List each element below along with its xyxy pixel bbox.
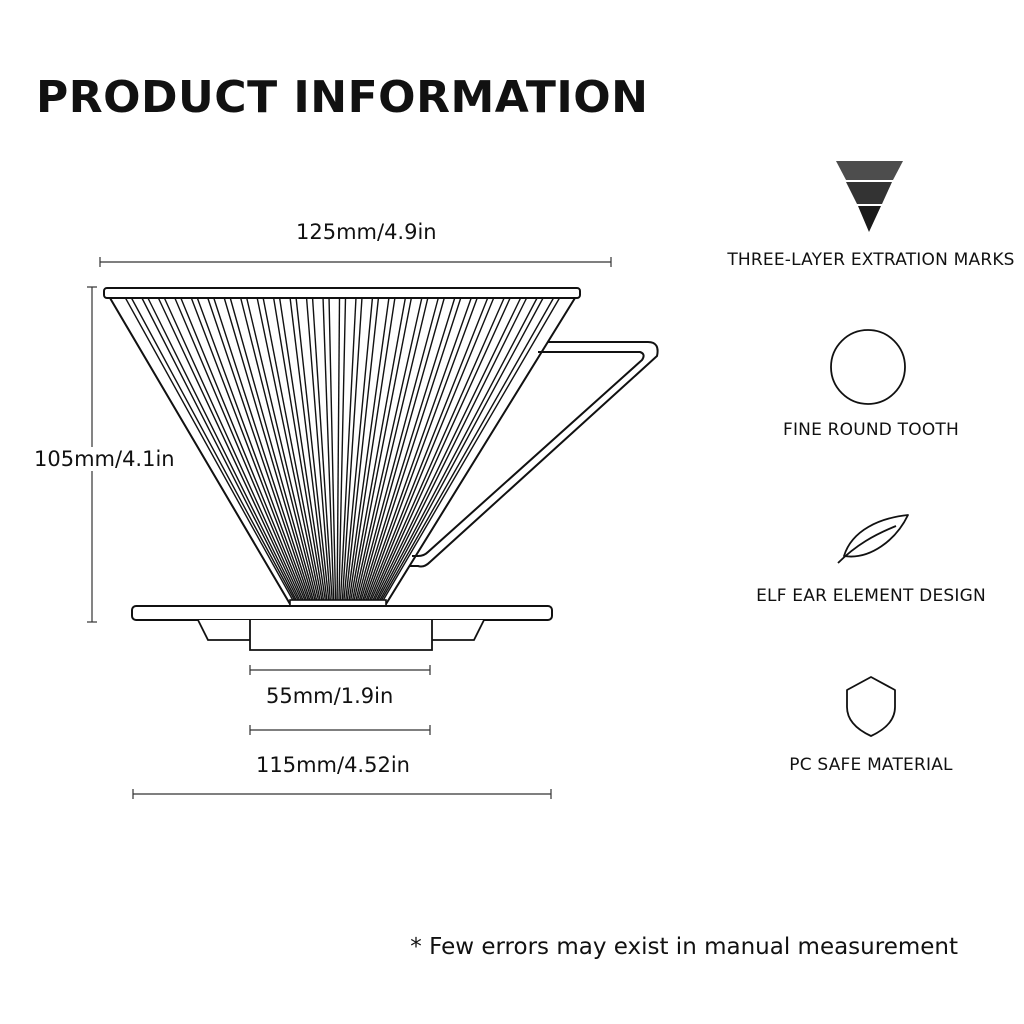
feature-label-safe-material: PC SAFE MATERIAL (789, 755, 953, 775)
cone-flute-line (295, 297, 330, 604)
cone-flute-line (351, 297, 413, 604)
cone-flute-line (141, 297, 299, 604)
cone-flute-line (174, 297, 305, 604)
cone-flute-line (361, 297, 462, 604)
cone-flute-line (213, 297, 314, 604)
cone-flute-line (341, 297, 363, 604)
base-width-label: 55mm/1.9in (266, 684, 394, 708)
cone-flute-line (364, 297, 478, 604)
cone-flute-line (336, 297, 341, 604)
cone-flute-line (229, 297, 317, 604)
cone-flute-line (375, 297, 538, 604)
feature-label-extraction-marks: THREE-LAYER EXTRATION MARKS (727, 250, 1015, 270)
cone-flute-line (359, 297, 456, 604)
cone-flute-line (256, 297, 322, 604)
dripper-rim (103, 287, 581, 299)
cone-flute-line (377, 297, 544, 604)
cone-flute-line (322, 297, 335, 604)
top-width-label: 125mm/4.9in (296, 220, 437, 244)
cone-flute-line (328, 297, 337, 604)
cone-flute-line (371, 297, 511, 604)
cone-flute-line (342, 297, 374, 604)
cone-flute-line (379, 297, 555, 604)
cone-flute-line (338, 297, 347, 604)
cone-flute-line (305, 297, 332, 604)
cone-flute-line (348, 297, 396, 604)
cone-flute-line (240, 297, 319, 604)
top-width-dimension-line (99, 257, 612, 267)
cone-flute-line (130, 297, 297, 604)
cone-flute-line (246, 297, 320, 604)
height-label: 105mm/4.1in (34, 447, 175, 471)
cone-flute-line (207, 297, 312, 604)
cone-flute-line (367, 297, 495, 604)
cone-flute-line (372, 297, 522, 604)
cone-flute-line (272, 297, 325, 604)
leaf-icon (837, 514, 909, 564)
dripper-cone (109, 297, 576, 605)
measurement-footnote: * Few errors may exist in manual measure… (410, 934, 958, 960)
plate-width-label: 115mm/4.52in (256, 753, 410, 777)
cone-flute-line (147, 297, 301, 604)
dripper-plate (131, 605, 553, 621)
cone-flute-line (163, 297, 304, 604)
cone-flute-line (366, 297, 489, 604)
feature-label-round-tooth: FINE ROUND TOOTH (782, 420, 959, 440)
cone-flute-line (223, 297, 315, 604)
cone-flute-line (278, 297, 327, 604)
cone-flute-line (124, 297, 295, 604)
cone-flute-line (352, 297, 423, 604)
shield-icon (846, 676, 896, 737)
cone-flute-line (354, 297, 429, 604)
cone-flute-line (357, 297, 445, 604)
cone-flute-line (262, 297, 324, 604)
cone-flute-line (180, 297, 307, 604)
plate-width-dimension-line (132, 789, 552, 799)
cone-flute-line (157, 297, 302, 604)
cone-flute-line (346, 297, 390, 604)
cone-flute-line (289, 297, 328, 604)
cone-flute-line (344, 297, 380, 604)
dripper-handle (410, 341, 659, 568)
three-layer-triangle-icon (836, 161, 903, 232)
circle-icon (830, 329, 906, 405)
dripper-foot (249, 620, 433, 651)
cone-flute-line (196, 297, 310, 604)
cone-flute-line (190, 297, 309, 604)
cone-flute-line (369, 297, 505, 604)
cone-flute-line (356, 297, 439, 604)
feature-label-elf-ear: ELF EAR ELEMENT DESIGN (756, 586, 986, 606)
cone-flute-line (362, 297, 472, 604)
page-title: PRODUCT INFORMATION (36, 72, 649, 123)
cone-flute-line (381, 297, 561, 604)
cone-flute-line (374, 297, 528, 604)
base-width-dimension-line (249, 665, 431, 735)
cone-flute-line (349, 297, 407, 604)
cone-flute-line (339, 297, 357, 604)
cone-flute-line (311, 297, 334, 604)
